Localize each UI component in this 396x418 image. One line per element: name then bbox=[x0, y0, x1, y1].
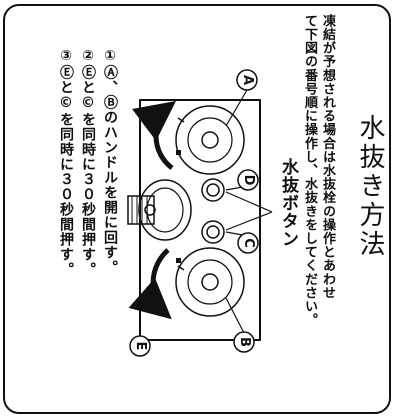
title: 水抜き方法 bbox=[355, 114, 385, 259]
drain-button-label: 水抜ボタン bbox=[278, 158, 298, 248]
label-circle-a bbox=[236, 69, 258, 91]
step-2: ②Ⓔと©を同時に３０秒間押す。 bbox=[80, 48, 96, 277]
button-c bbox=[201, 220, 225, 244]
knob-e bbox=[127, 179, 192, 241]
label-d: D bbox=[241, 174, 256, 186]
rotate-arrow-b-icon bbox=[128, 248, 172, 320]
label-e: E bbox=[133, 341, 148, 351]
step-3: ③Ⓔと©を同時に３０秒間押す。 bbox=[58, 48, 74, 277]
label-circle-b bbox=[233, 331, 255, 353]
button-d bbox=[201, 178, 225, 202]
label-circle-e bbox=[129, 335, 151, 357]
label-a: A bbox=[240, 74, 255, 86]
panel-border bbox=[3, 4, 391, 414]
rotate-arrow-a-icon bbox=[132, 100, 176, 170]
intro-line-1: 凍結が予想される場合は水抜栓の操作とあわせ bbox=[320, 14, 335, 300]
label-b: B bbox=[237, 337, 252, 347]
handle-b bbox=[175, 247, 245, 317]
handle-a bbox=[175, 105, 245, 175]
label-circle-d bbox=[237, 169, 259, 191]
label-c: C bbox=[241, 238, 256, 248]
step-1: ①Ⓐ、Ⓑのハンドルを開に回す。 bbox=[102, 48, 118, 275]
intro-line-2: て下図の番号順に操作し、水抜きをしてください。 bbox=[302, 14, 317, 327]
label-circle-c bbox=[237, 232, 259, 254]
